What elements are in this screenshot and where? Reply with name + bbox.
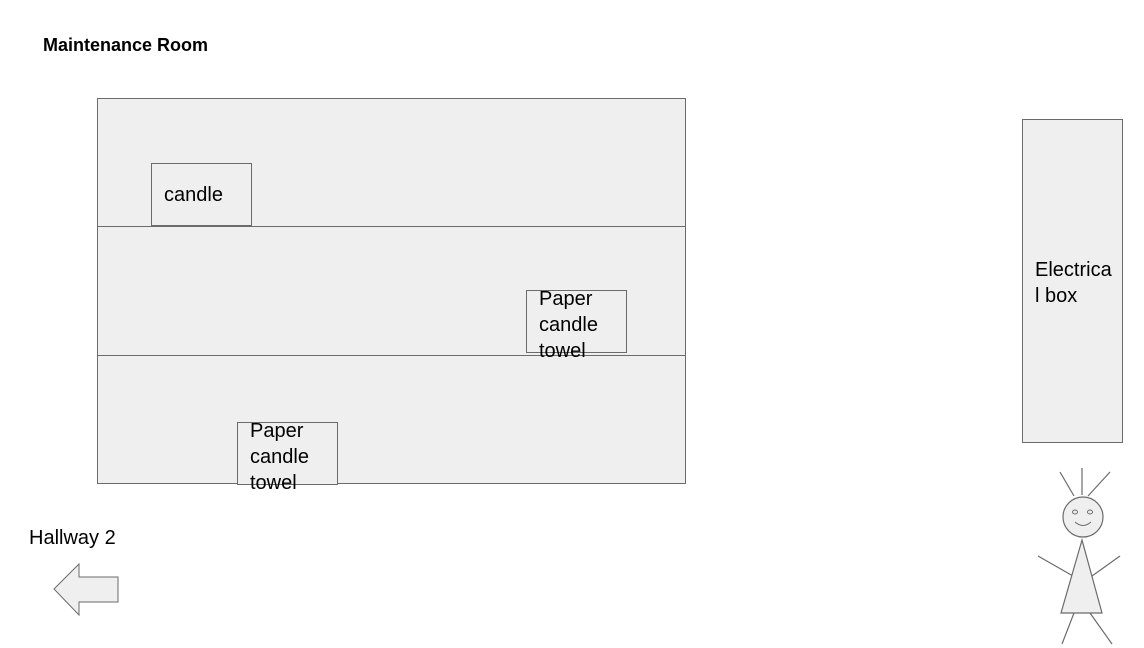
shelf-divider-upper bbox=[97, 226, 686, 227]
room-title: Maintenance Room bbox=[43, 35, 209, 55]
electrical-box[interactable]: Electrical box bbox=[1022, 119, 1123, 443]
stick-figure-icon[interactable] bbox=[1030, 466, 1130, 648]
shelf-divider-lower bbox=[97, 355, 686, 356]
left-arrow-icon[interactable] bbox=[52, 562, 120, 617]
shelf-item-candle[interactable]: candle bbox=[151, 163, 252, 226]
shelf-item-label: candle bbox=[164, 183, 223, 206]
hallway-exit-label[interactable]: Hallway 2 bbox=[29, 527, 116, 549]
electrical-box-label: Electrical box bbox=[1035, 259, 1112, 307]
shelf-item-paper-candle-towel-bottom[interactable]: Paper candle towel bbox=[237, 420, 338, 494]
shelf-item-label: Paper candle towel bbox=[539, 288, 598, 362]
shelf-item-label: Paper candle towel bbox=[250, 420, 309, 494]
shelf-item-paper-candle-towel-middle[interactable]: Paper candle towel bbox=[526, 288, 627, 362]
